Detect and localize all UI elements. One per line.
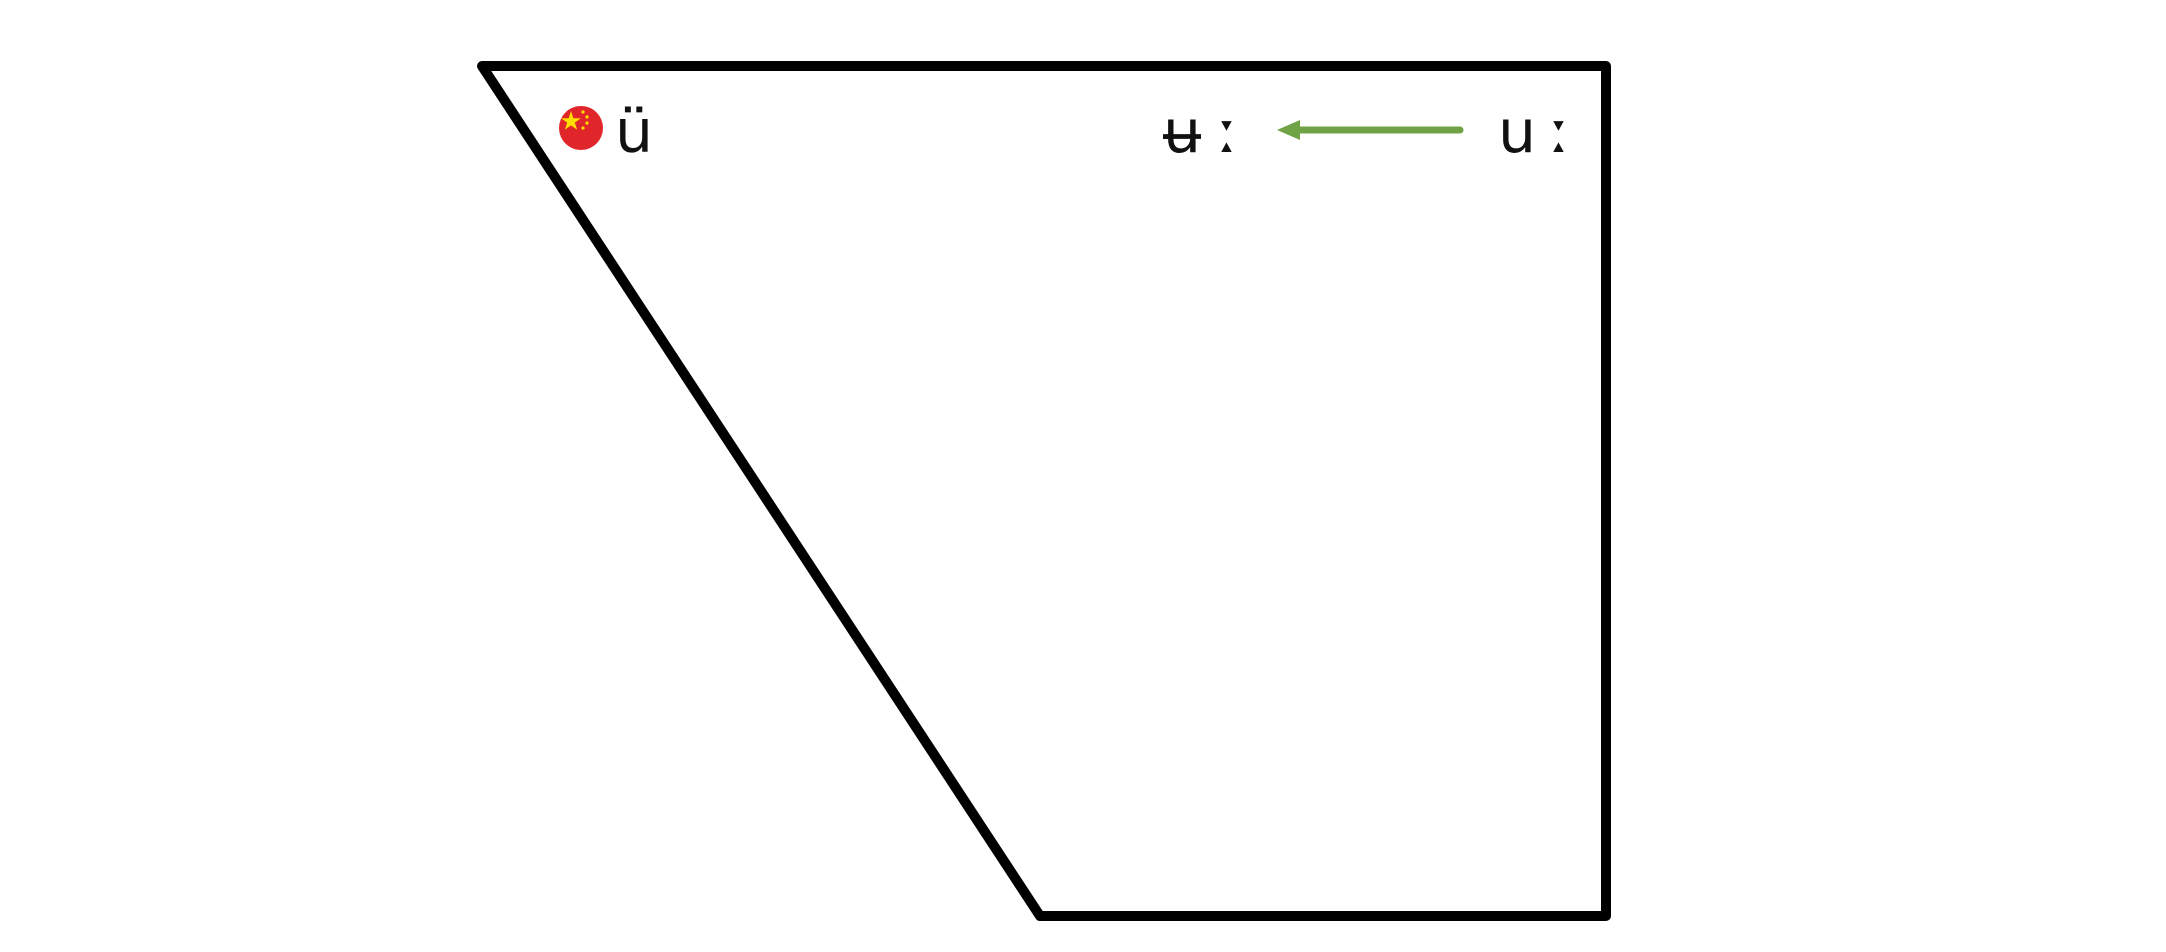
length-mark-back: ː	[1550, 97, 1570, 167]
vowel-front-rounded: ü	[615, 97, 653, 167]
vowel-quadrilateral-outline	[477, 61, 1611, 921]
china-flag-icon	[559, 106, 603, 150]
shift-arrow	[1277, 120, 1464, 140]
vowel-back-rounded: u	[1498, 97, 1536, 167]
length-mark-central: ː	[1218, 97, 1238, 167]
vowel-central-rounded: ʉ	[1163, 97, 1202, 167]
